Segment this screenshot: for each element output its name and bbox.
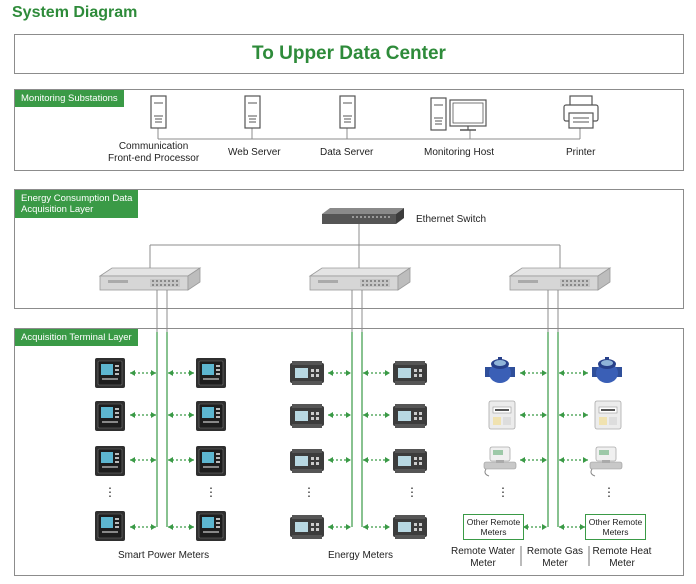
ellipsis: ⋮ [603, 485, 615, 499]
energy-meter-icon [393, 361, 427, 385]
energy-meter-icon [290, 361, 324, 385]
energy-meter-icon [393, 449, 427, 473]
remote-gas-meter-line1: Remote Gas [526, 546, 584, 557]
smart-power-meter-icon [94, 400, 126, 432]
smart-power-meter-icon [94, 510, 126, 542]
front-end-processor-label-line2: Front-end Processor [108, 153, 200, 164]
other-remote-meters-line2: Meters [480, 527, 507, 537]
ellipsis: ⋮ [104, 485, 116, 499]
energy-meters-label: Energy Meters [328, 550, 394, 561]
ellipsis: ⋮ [406, 485, 418, 499]
monitoring-host-icon [430, 97, 487, 131]
gas-meter-icon [488, 400, 516, 430]
upper-data-center-label: To Upper Data Center [252, 43, 446, 64]
acquisition-layer-tag: Energy Consumption Data Acquisition Laye… [15, 190, 139, 218]
remote-water-meter-line2: Meter [470, 558, 496, 569]
remote-gas-meter-line2: Meter [542, 558, 568, 569]
front-end-processor-icon [150, 95, 167, 129]
remote-water-meter-line1: Remote Water [451, 546, 516, 557]
energy-meter-icon [393, 404, 427, 428]
remote-heat-meter-line1: Remote Heat [592, 546, 652, 557]
heat-meter-icon [589, 446, 623, 477]
smart-power-meter-icon [195, 445, 227, 477]
data-server-label: Data Server [320, 147, 374, 158]
front-end-processor-label-line1: Communication [118, 141, 189, 152]
other-remote-meters-box: Other Remote Meters [585, 514, 646, 540]
data-concentrator-icon [99, 267, 201, 291]
acquisition-layer-tag-line1: Energy Consumption Data [21, 193, 133, 204]
data-concentrator-icon [309, 267, 411, 291]
printer-label: Printer [566, 147, 596, 158]
energy-meter-icon [290, 404, 324, 428]
monitoring-host-label: Monitoring Host [424, 147, 495, 158]
smart-power-meter-icon [94, 445, 126, 477]
smart-power-meter-icon [195, 510, 227, 542]
remote-heat-meter-line2: Meter [609, 558, 635, 569]
remote-gas-meter-label: Remote Gas Meter [524, 546, 586, 570]
remote-heat-meter-label: Remote Heat Meter [591, 546, 653, 570]
data-concentrator-icon [509, 267, 611, 291]
smart-power-meter-icon [94, 357, 126, 389]
water-meter-icon [485, 357, 515, 383]
page-title: System Diagram [12, 4, 138, 21]
arrowheads [130, 370, 588, 530]
smart-power-meter-icon [195, 357, 227, 389]
monitoring-substations-tag: Monitoring Substations [15, 90, 124, 107]
gas-meter-icon [594, 400, 622, 430]
other-remote-meters-box: Other Remote Meters [463, 514, 524, 540]
acquisition-layer-tag-line2: Acquisition Layer [21, 204, 94, 215]
acquisition-terminal-tag: Acquisition Terminal Layer [15, 329, 138, 346]
heat-meter-icon [483, 446, 517, 477]
ethernet-switch-icon [322, 208, 404, 224]
smart-power-meter-icon [195, 400, 227, 432]
other-remote-meters-line1: Other Remote [588, 517, 643, 527]
water-meter-icon [592, 357, 622, 383]
ellipsis: ⋮ [205, 485, 217, 499]
rs485-bus-lines [156, 332, 559, 527]
web-server-label: Web Server [228, 147, 281, 158]
web-server-icon [244, 95, 261, 129]
printer-icon [563, 95, 599, 129]
front-end-processor-label: Communication Front-end Processor [108, 141, 199, 165]
smart-power-meters-label: Smart Power Meters [118, 550, 210, 561]
upper-data-center-box: To Upper Data Center [14, 34, 684, 74]
remote-water-meter-label: Remote Water Meter [451, 546, 515, 570]
ethernet-switch-label: Ethernet Switch [416, 214, 487, 225]
acquisition-terminal-panel: Acquisition Terminal Layer [14, 328, 684, 576]
other-remote-meters-line1: Other Remote [466, 517, 521, 527]
energy-meter-icon [290, 515, 324, 539]
energy-meter-icon [290, 449, 324, 473]
data-server-icon [339, 95, 356, 129]
energy-meter-icon [393, 515, 427, 539]
ellipsis: ⋮ [497, 485, 509, 499]
ellipsis: ⋮ [303, 485, 315, 499]
other-remote-meters-line2: Meters [602, 527, 629, 537]
